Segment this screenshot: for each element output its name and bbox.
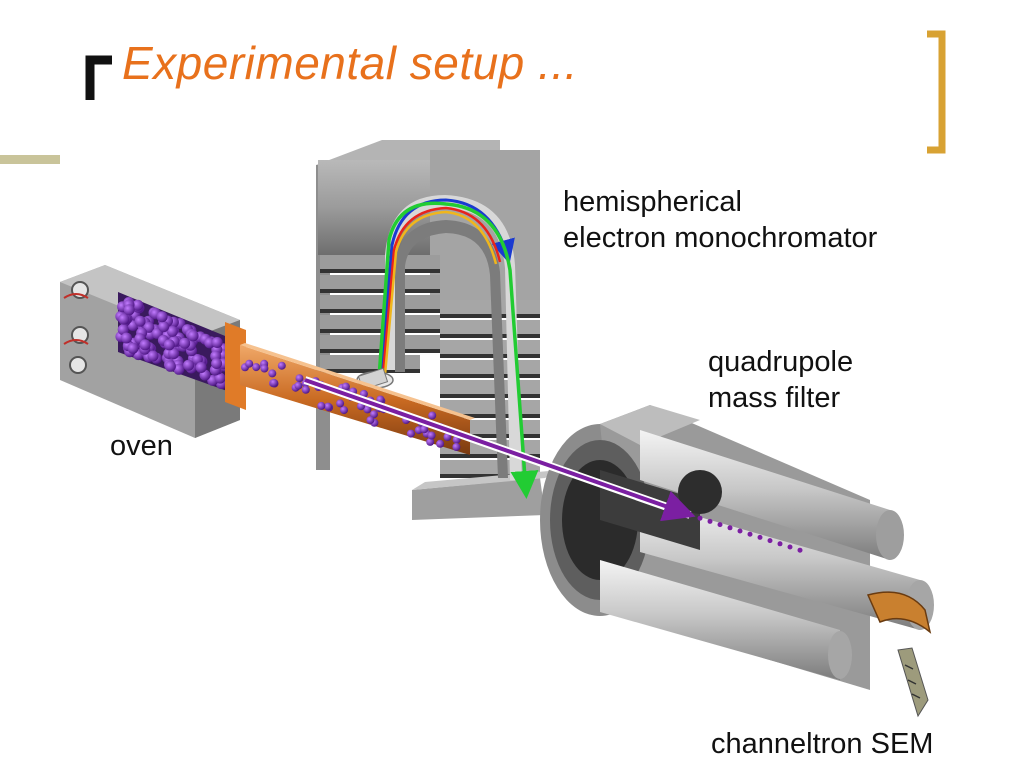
ion	[797, 547, 803, 553]
atom	[370, 410, 378, 419]
atom	[163, 339, 175, 351]
atom	[317, 401, 326, 410]
atom	[270, 378, 278, 387]
ion	[727, 525, 733, 531]
channeltron-detector	[866, 591, 932, 718]
atom	[294, 381, 303, 390]
atom	[428, 411, 437, 420]
accent-bar	[0, 155, 60, 164]
quadrupole-mass-filter	[540, 405, 934, 690]
atom	[134, 315, 146, 327]
electron-path	[377, 201, 539, 499]
atom	[195, 362, 207, 373]
atom	[443, 433, 452, 441]
left-bracket	[85, 55, 112, 100]
atom	[420, 425, 429, 434]
atom	[301, 385, 310, 394]
ion	[707, 518, 713, 524]
atom	[427, 431, 436, 440]
atom	[139, 339, 151, 351]
detector-label: channeltron SEM	[711, 728, 934, 760]
slide-title: Experimental setup ...	[122, 37, 578, 89]
atom	[211, 337, 223, 348]
oven	[60, 265, 246, 438]
ion	[777, 541, 783, 547]
monochromator-label: hemispherical electron monochromator	[563, 184, 877, 256]
ion	[737, 528, 743, 534]
ion	[717, 522, 723, 528]
monochromator-label-line2: electron monochromator	[563, 222, 878, 254]
ion-beam	[303, 376, 696, 522]
atom	[156, 311, 168, 323]
ion	[747, 531, 753, 537]
atom	[214, 372, 226, 384]
atom	[166, 325, 178, 337]
atom	[121, 332, 132, 344]
quadrupole-label: quadrupole mass filter	[708, 344, 853, 416]
atom	[452, 443, 461, 451]
atom	[183, 359, 195, 371]
atom	[324, 402, 333, 411]
ion-dots	[687, 512, 803, 553]
atom	[123, 304, 135, 316]
atom	[179, 337, 191, 349]
ion	[757, 534, 763, 540]
atom	[341, 382, 350, 391]
quadrupole-rods	[600, 430, 934, 680]
atom	[295, 374, 304, 383]
atom	[336, 399, 345, 408]
atom	[268, 369, 277, 378]
atom	[366, 416, 375, 425]
ion	[767, 538, 773, 544]
atom	[260, 364, 269, 373]
monochromator-label-line1: hemispherical	[563, 186, 742, 218]
quadrupole-label-line2: mass filter	[708, 382, 841, 414]
atom	[147, 350, 159, 362]
atom	[158, 321, 170, 333]
atom	[245, 359, 254, 368]
ion	[697, 515, 703, 521]
atom	[173, 363, 185, 375]
atom	[406, 429, 415, 438]
atom	[127, 342, 139, 354]
oven-label: oven	[110, 430, 173, 462]
atom	[132, 299, 144, 311]
atom	[187, 330, 199, 342]
quadrupole-label-line1: quadrupole	[708, 346, 854, 378]
atom	[117, 324, 129, 336]
atom	[118, 313, 130, 325]
atom	[340, 406, 348, 415]
atom	[211, 358, 223, 369]
atom	[436, 439, 445, 448]
ion-beam-arrow	[304, 378, 696, 522]
atom	[252, 363, 261, 372]
atom	[426, 437, 435, 446]
ion	[787, 544, 793, 550]
right-bracket	[927, 30, 946, 154]
atom	[363, 405, 372, 414]
reservoir-atoms	[115, 297, 231, 390]
atom	[277, 361, 286, 370]
atom	[164, 360, 176, 372]
electron-trajectories	[377, 198, 539, 499]
atom	[168, 348, 180, 360]
